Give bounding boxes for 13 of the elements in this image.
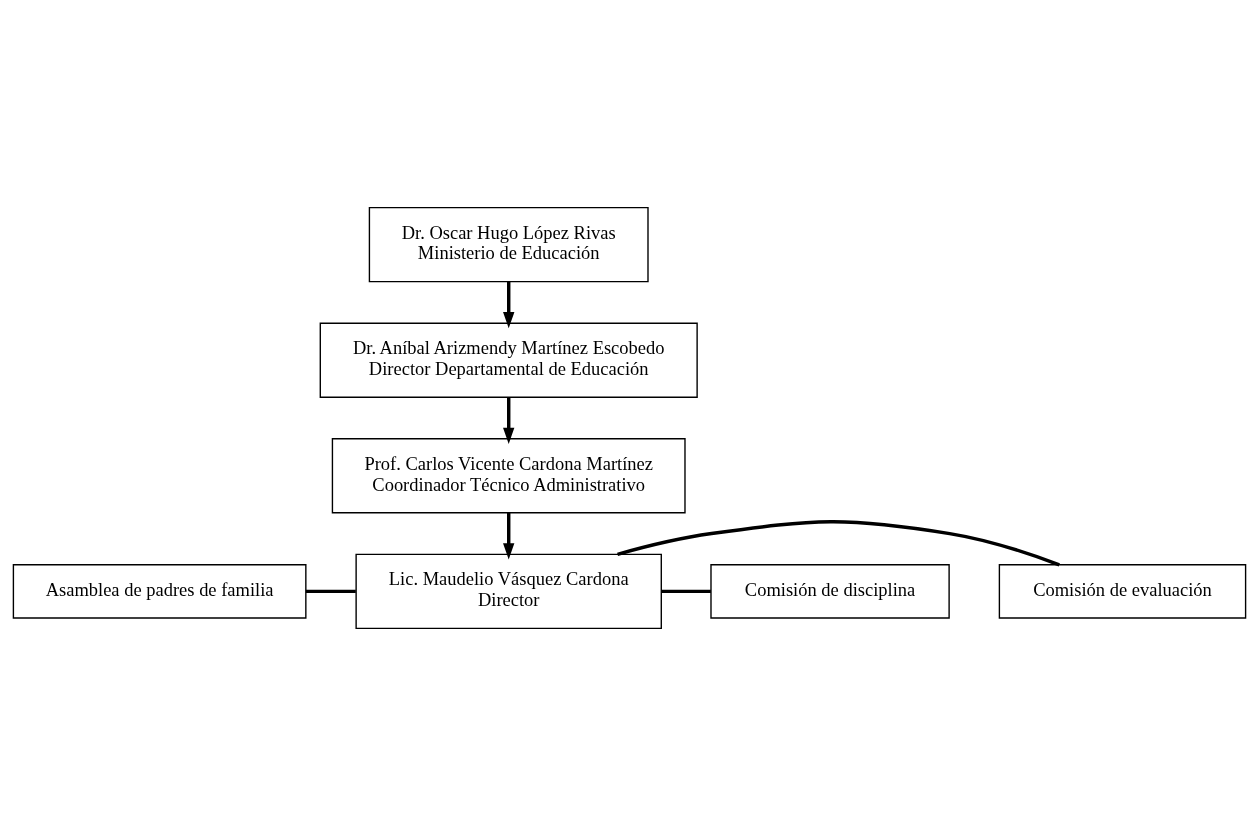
node-box: Comisión de disciplina	[710, 564, 950, 619]
node-box: Comisión de evaluación	[998, 564, 1247, 619]
node-box: Prof. Carlos Vicente Cardona Martínez Coordinador Técnico Administrativo	[331, 438, 686, 514]
arrow	[503, 512, 515, 560]
connector	[305, 589, 356, 594]
node-box: Lic. Maudelio Vásquez Cardona Director	[355, 553, 662, 630]
node-box: Dr. Oscar Hugo López Rivas Ministerio de Educación	[368, 206, 649, 283]
connector	[617, 520, 1060, 567]
arrow	[503, 397, 515, 444]
connector	[661, 589, 711, 594]
node-box: Asamblea de padres de familia	[12, 564, 307, 619]
arrow	[503, 281, 515, 329]
node-box: Dr. Aníbal Arizmendy Martínez Escobedo Director Departamental de Educación	[319, 322, 698, 398]
